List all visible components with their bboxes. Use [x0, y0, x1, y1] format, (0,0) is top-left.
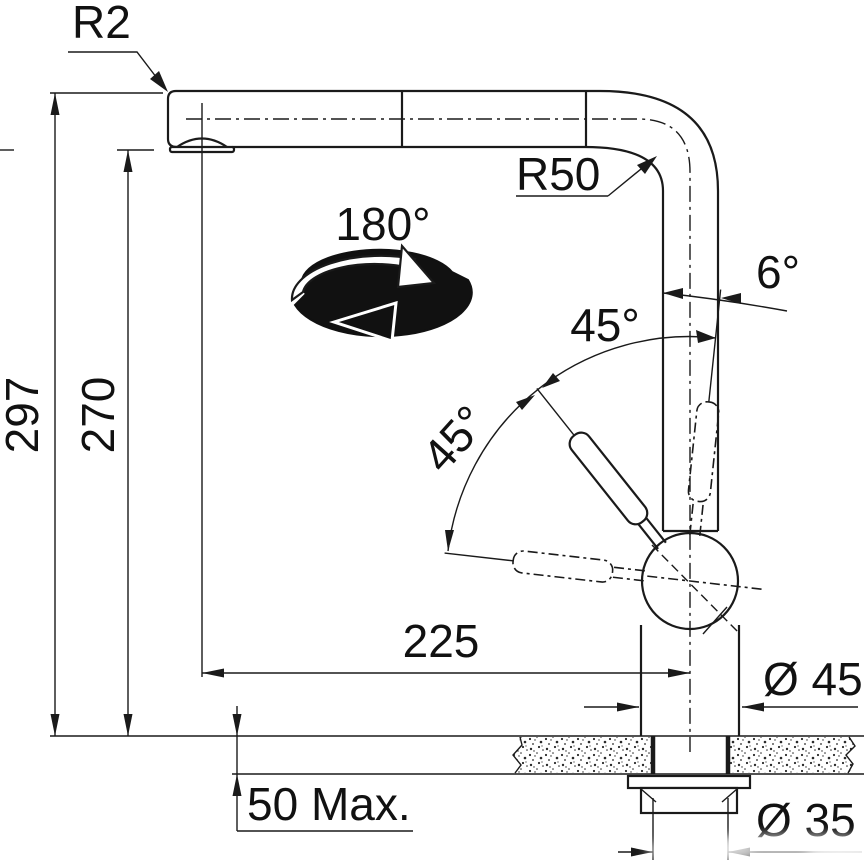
bend-radius-label: R50 [516, 148, 600, 200]
spout-bottom-outline [232, 145, 665, 531]
lever-tilt-label: 6° [756, 246, 800, 298]
centerlines [186, 103, 741, 752]
base-diameter-label: Ø 45 [763, 653, 863, 705]
spout-end-outline [166, 89, 178, 149]
mounting-flange [626, 774, 752, 790]
rotation-180-icon [290, 243, 473, 344]
nut-chamfer-right [721, 788, 738, 803]
dim-spout-reach-225 [202, 668, 690, 678]
lever-horizontal-axis-extension [444, 552, 514, 562]
lever-horizontal-position [444, 550, 762, 590]
leader-r50 [516, 156, 657, 197]
outlet-height-label: 270 [72, 377, 124, 454]
rotation-arrowhead-filled [329, 300, 398, 344]
swivel-angle-label: 180° [335, 198, 430, 250]
corner-radius-label: R2 [72, 0, 131, 48]
counter-break-edge-right [845, 736, 856, 774]
counter-stipple-right [728, 737, 856, 773]
spout-reach-label: 225 [403, 615, 480, 667]
dim-base-diameter-45 [584, 702, 858, 712]
counter-stipple-left [513, 737, 653, 773]
counter-break-edge-left [512, 736, 523, 774]
dim-lever-tilt-6 [662, 288, 788, 312]
rotation-arrowhead-outline [396, 243, 437, 289]
dim-counter-thickness-50max [232, 706, 413, 832]
lever-open-angle-label: 45° [570, 299, 640, 351]
dim-outlet-height-270 [0, 149, 154, 736]
lever-mid-angle-label: 45° [412, 395, 497, 481]
mounting-nut [639, 786, 739, 815]
pipe-centerline [186, 118, 691, 752]
lever-45-position [536, 388, 667, 550]
lever-up-position [687, 289, 722, 536]
watermark-smudge [645, 833, 864, 864]
leader-r2 [68, 51, 168, 92]
lever-up-axis-extension [708, 289, 722, 403]
rotation-band-front [293, 248, 473, 338]
rotation-band-back [290, 254, 417, 303]
lever-45-axis-extension [536, 388, 575, 436]
hose-connection-tick [702, 606, 728, 635]
countertop-section [50, 735, 864, 775]
dim-overall-height-297 [50, 92, 163, 736]
dim-lever-angles-45 [445, 330, 717, 552]
spout-top-outline [176, 89, 720, 531]
ball-diagonal-axis [651, 544, 741, 635]
overall-height-label: 297 [0, 377, 48, 454]
counter-thickness-label: 50 Max. [247, 778, 411, 830]
